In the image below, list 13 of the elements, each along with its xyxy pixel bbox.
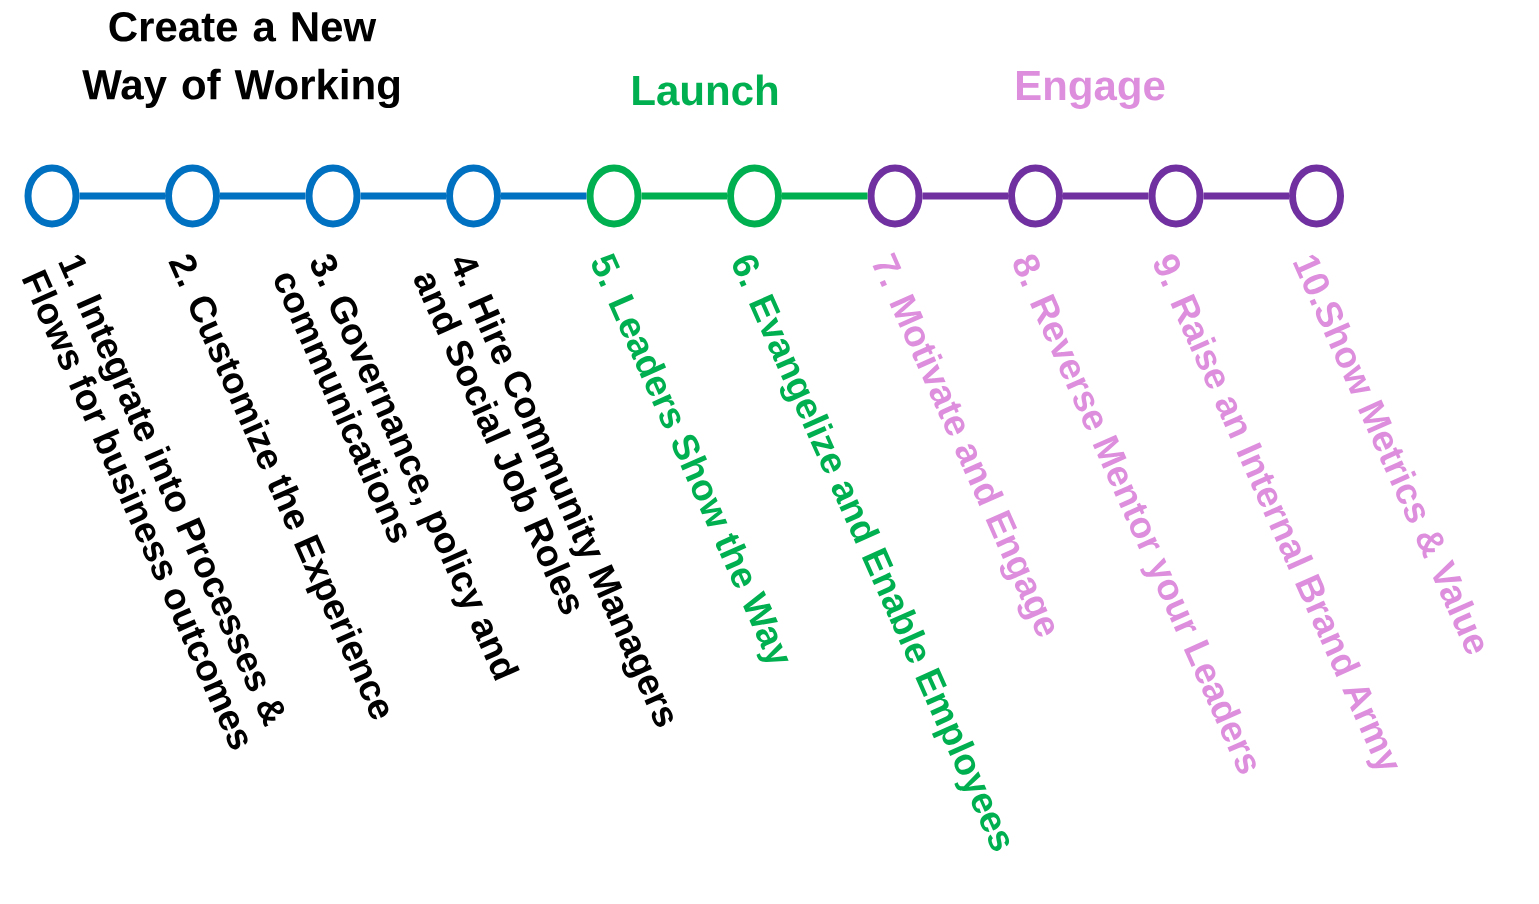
step-circle: [867, 164, 923, 228]
step-circle: [1289, 164, 1344, 228]
step-circle: [24, 164, 80, 228]
step-circle: [727, 164, 782, 228]
step-circle: [1008, 164, 1063, 228]
phase-heading: Engage: [1016, 71, 1165, 109]
step-circle: [305, 164, 361, 228]
phase-heading: Launch: [633, 74, 778, 106]
step-circle: [1148, 164, 1204, 228]
phase-heading: Create a New Way of Working: [82, 11, 400, 109]
step-circle: [165, 164, 220, 228]
step-circle: [586, 164, 642, 228]
step-circle: [446, 164, 501, 228]
